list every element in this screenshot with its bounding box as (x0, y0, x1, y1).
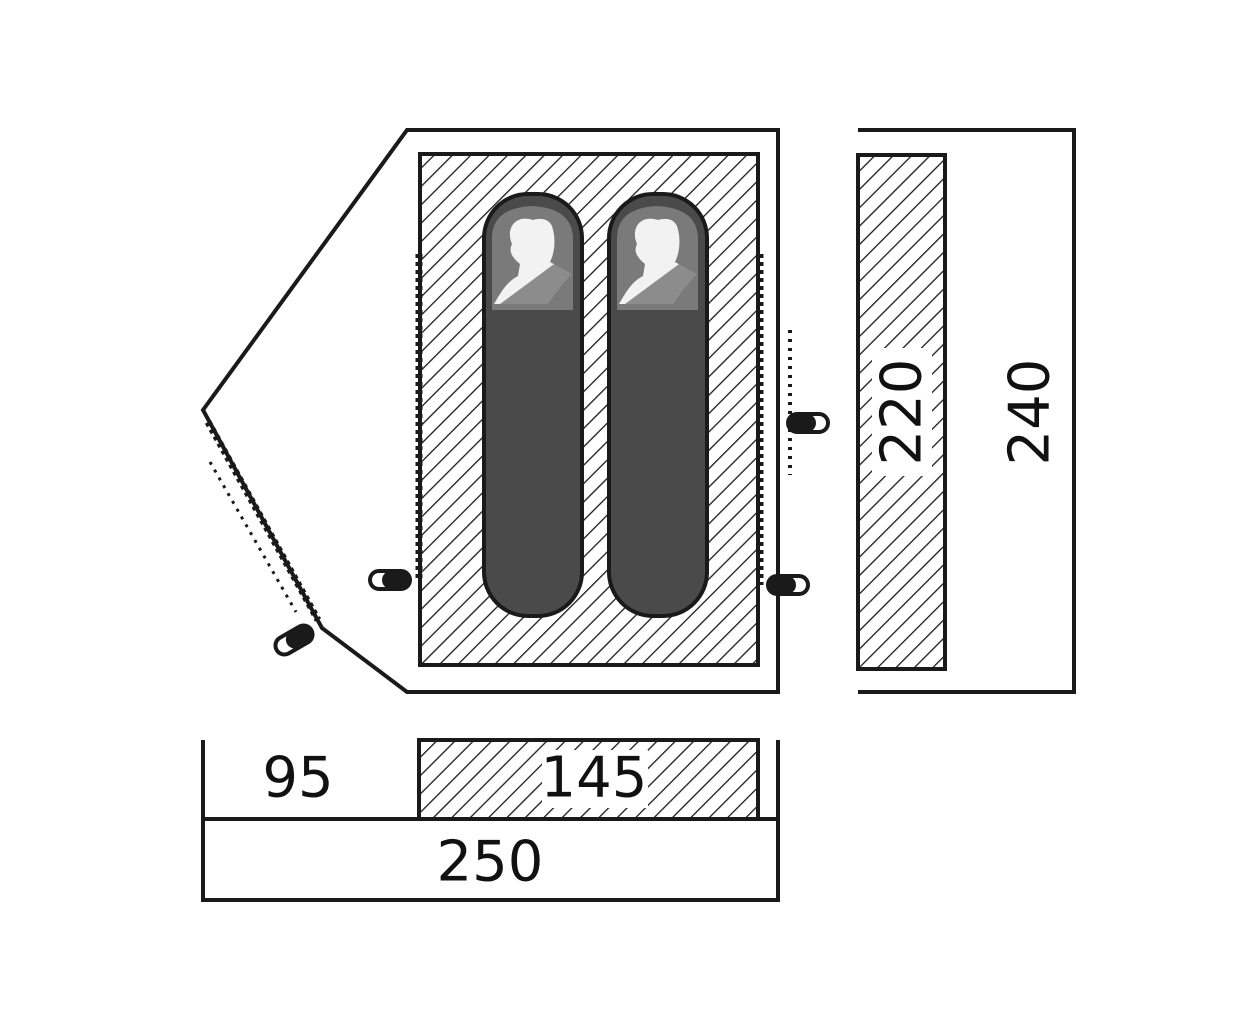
total-length-label: 240 (998, 359, 1063, 466)
inner-length-label: 220 (870, 359, 935, 466)
tent-outline (200, 128, 780, 694)
inner-length-line (858, 128, 1076, 694)
tent-peg-icon (786, 412, 830, 434)
total-width-label: 250 (437, 830, 544, 895)
tent-peg-icon (766, 574, 810, 596)
tent-peg-icon (368, 569, 412, 591)
sleeping-bag-icon (482, 192, 584, 618)
inner-width-label: 145 (541, 746, 648, 811)
tent-peg-icon (273, 623, 315, 657)
vestibule-width-label: 95 (262, 746, 333, 811)
sleeping-bag-icon (607, 192, 709, 618)
vestibule-door-zipper (204, 420, 322, 622)
inner-door-zipper-right (756, 254, 792, 585)
